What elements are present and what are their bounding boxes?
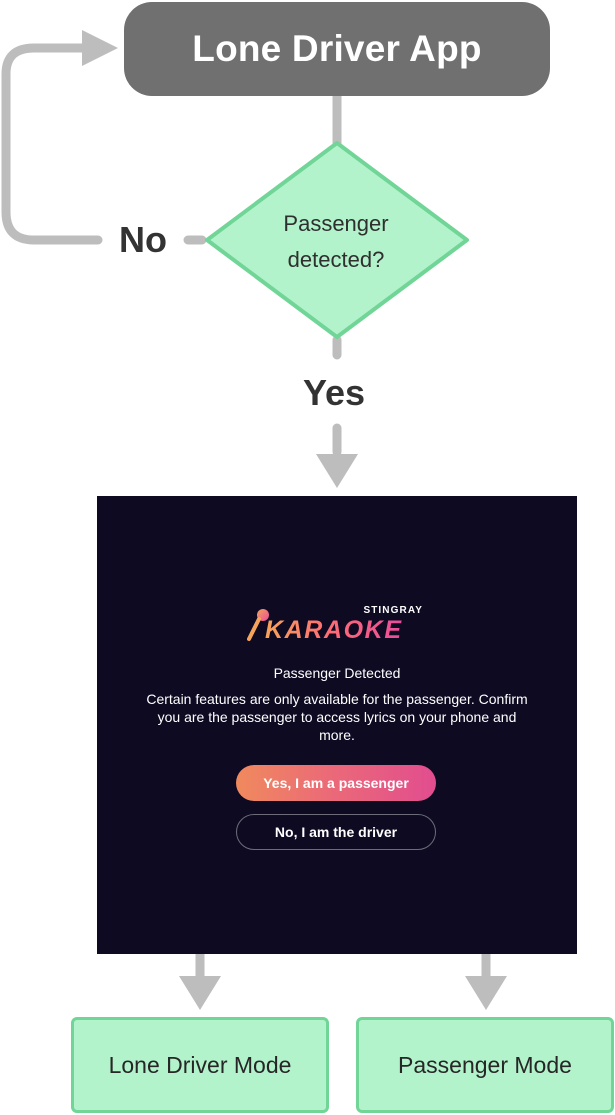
decision-label-line-1: Passenger (283, 211, 389, 236)
passenger-detected-screen: STINGRAY KARAOKE Passenger Detected Cert… (97, 496, 577, 954)
yes-branch-label: Yes (303, 372, 366, 413)
yes-passenger-button[interactable]: Yes, I am a passenger (236, 765, 436, 801)
passenger-mode-label: Passenger Mode (398, 1051, 572, 1078)
start-node-lone-driver-app: Lone Driver App (124, 2, 550, 96)
brand-stingray: STINGRAY (363, 605, 423, 616)
start-node-label: Lone Driver App (192, 28, 482, 69)
stingray-karaoke-logo: STINGRAY KARAOKE (247, 602, 427, 646)
lone-driver-mode-label: Lone Driver Mode (108, 1051, 292, 1078)
decision-label: Passenger detected? (250, 206, 422, 278)
brand-karaoke: KARAOKE (265, 616, 403, 644)
lone-driver-mode-node: Lone Driver Mode (71, 1017, 329, 1113)
microphone-icon (247, 609, 269, 641)
arrowhead-to-passenger-mode (465, 976, 507, 1010)
arrowhead-to-lone-driver-mode (179, 976, 221, 1010)
connector-no-loop (1, 43, 207, 245)
passenger-mode-node: Passenger Mode (356, 1017, 614, 1113)
no-driver-button[interactable]: No, I am the driver (236, 814, 436, 850)
arrowhead-to-screen (316, 454, 358, 488)
no-branch-label: No (119, 219, 167, 260)
arrowhead-to-start (82, 30, 118, 66)
screen-body-text: Certain features are only available for … (146, 691, 528, 743)
decision-label-line-2: detected? (287, 247, 385, 272)
screen-title: Passenger Detected (273, 665, 401, 681)
